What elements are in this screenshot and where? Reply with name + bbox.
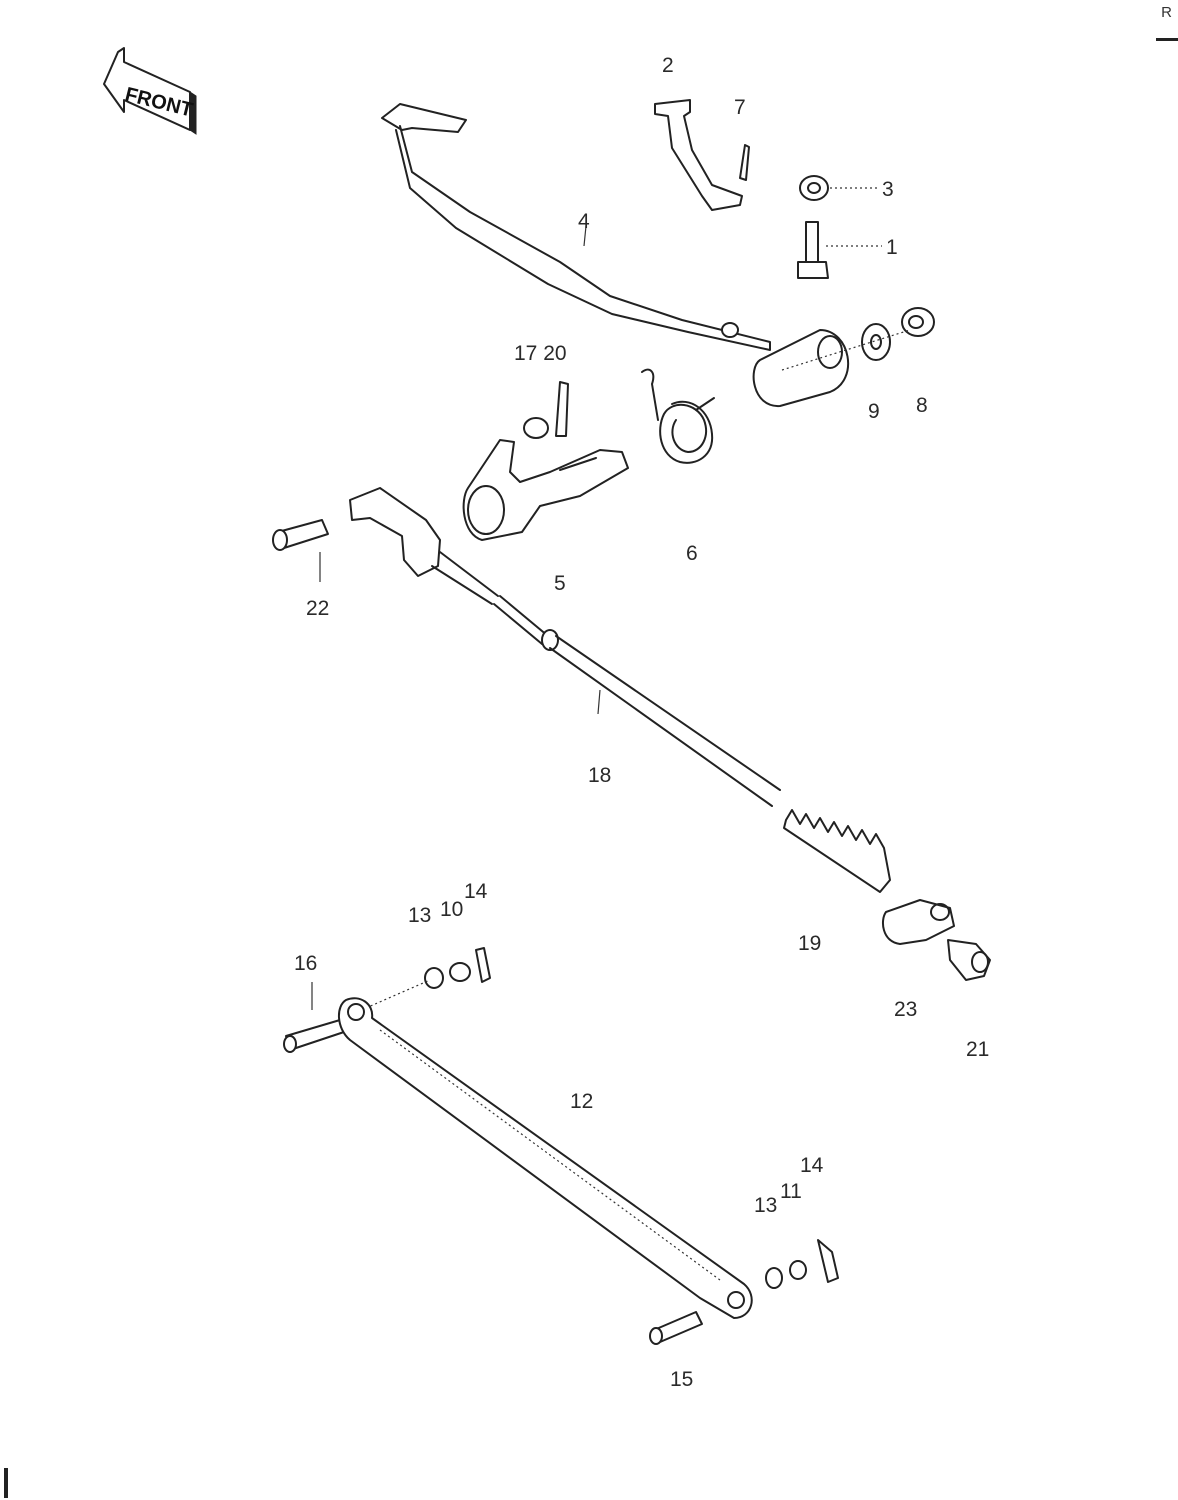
- callout-18: 18: [588, 764, 611, 787]
- pin-part-7: [739, 144, 750, 181]
- hardware-lower-13-11-14: [765, 1239, 839, 1289]
- callout-6: 6: [686, 542, 698, 565]
- callout-21: 21: [966, 1038, 989, 1061]
- callout-11: 11: [780, 1180, 802, 1203]
- callout-10: 10: [440, 898, 463, 921]
- nut-part-3: [799, 175, 829, 201]
- clevis-pin-part-22: [272, 519, 329, 551]
- callout-23: 23: [894, 998, 917, 1021]
- callout-4: 4: [578, 210, 590, 233]
- edge-mark: [4, 1468, 8, 1498]
- callout-1: 1: [886, 236, 898, 259]
- pin-part-16: [283, 1019, 345, 1053]
- callout-5: 5: [554, 572, 566, 595]
- callout-7: 7: [734, 96, 746, 119]
- washer-part-9: [861, 323, 891, 361]
- callout-13a: 13: [408, 904, 431, 927]
- corner-mark: R: [1161, 4, 1172, 21]
- bracket-part-2: [654, 99, 743, 211]
- brake-pedal-part-4: [381, 103, 849, 408]
- spring-part-19: [783, 809, 891, 893]
- clevis-rod-part-18: [349, 487, 781, 807]
- shaft-part-5: [462, 439, 629, 541]
- callout-16: 16: [294, 952, 317, 975]
- corner-dash: [1156, 38, 1178, 41]
- cotter-pin-part-17-20: [523, 381, 569, 439]
- callout-12: 12: [570, 1090, 593, 1113]
- callout-13b: 13: [754, 1194, 777, 1217]
- nut-part-8: [901, 307, 935, 337]
- callout-9: 9: [868, 400, 880, 423]
- joint-part-23: [882, 899, 955, 945]
- hardware-upper-13-10-14: [424, 947, 491, 989]
- callout-17-20: 17 20: [514, 342, 567, 365]
- callout-15: 15: [670, 1368, 693, 1391]
- callout-3: 3: [882, 178, 894, 201]
- pin-part-15: [649, 1311, 703, 1345]
- front-badge: FRONT: [103, 47, 197, 135]
- callout-2: 2: [662, 54, 674, 77]
- callout-19: 19: [798, 932, 821, 955]
- bolt-part-1: [797, 221, 829, 279]
- link-rod-part-12: [338, 997, 753, 1319]
- nut-part-21: [947, 939, 991, 981]
- callout-14a: 14: [464, 880, 488, 903]
- callout-22: 22: [306, 597, 329, 620]
- spring-part-6: [641, 368, 715, 464]
- callout-14b: 14: [800, 1154, 824, 1177]
- callout-8: 8: [916, 394, 928, 417]
